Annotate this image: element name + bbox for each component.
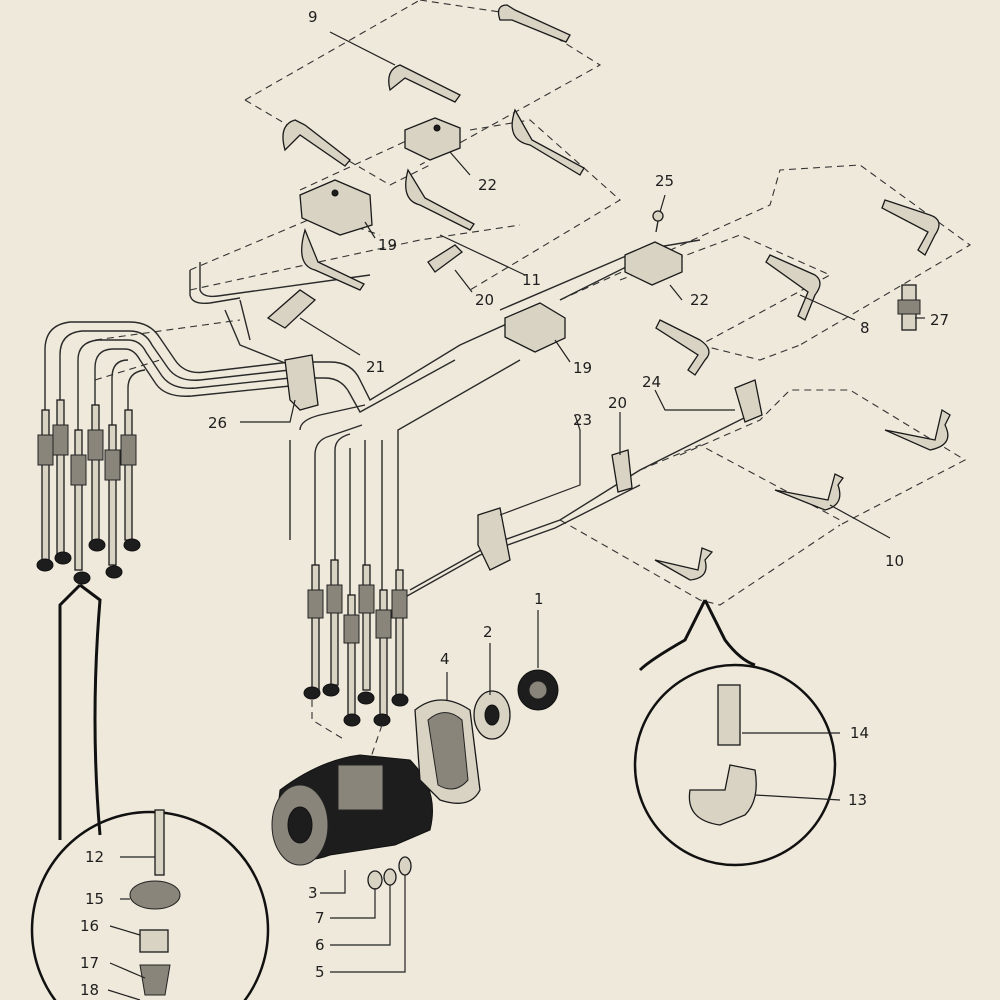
callout-1: 1	[534, 590, 544, 608]
assembly-guide-lines	[94, 0, 972, 606]
callout-22-upper: 22	[478, 176, 497, 194]
callout-15: 15	[85, 890, 104, 908]
callout-18: 18	[80, 981, 99, 999]
detail-magnifier-right	[633, 599, 837, 867]
callout-20-lower: 20	[608, 394, 627, 412]
callout-26: 26	[208, 414, 227, 432]
callout-27: 27	[930, 311, 949, 329]
callout-25: 25	[655, 172, 674, 190]
leader-lines	[107, 31, 925, 1000]
callout-16: 16	[80, 917, 99, 935]
detail-magnifier-left	[30, 583, 270, 1000]
callout-19-upper: 19	[378, 236, 397, 254]
left-fitting-group	[36, 399, 141, 585]
callout-13: 13	[848, 791, 867, 809]
callout-14: 14	[850, 724, 869, 742]
center-fitting-group	[303, 559, 409, 761]
callout-3: 3	[308, 884, 318, 902]
callout-7: 7	[315, 909, 325, 927]
callout-20-upper: 20	[475, 291, 494, 309]
callout-2: 2	[483, 623, 493, 641]
callout-11: 11	[522, 271, 541, 289]
callout-24: 24	[642, 373, 661, 391]
callout-10: 10	[885, 552, 904, 570]
elbow-fittings	[282, 4, 951, 581]
callout-9: 9	[308, 8, 318, 26]
tube-bundles	[44, 239, 761, 601]
callout-labels: 9 22 25 19 11 22 20 8 27 21 19 24 26 20 …	[80, 8, 949, 999]
callout-22-right: 22	[690, 291, 709, 309]
pump-assembly	[271, 669, 559, 890]
callout-23: 23	[573, 411, 592, 429]
callout-4: 4	[440, 650, 450, 668]
callout-8: 8	[860, 319, 870, 337]
clamps-and-elbows	[266, 117, 763, 571]
callout-21: 21	[366, 358, 385, 376]
callout-5: 5	[315, 963, 325, 981]
callout-17: 17	[80, 954, 99, 972]
callout-12: 12	[85, 848, 104, 866]
callout-6: 6	[315, 936, 325, 954]
callout-19-mid: 19	[573, 359, 592, 377]
